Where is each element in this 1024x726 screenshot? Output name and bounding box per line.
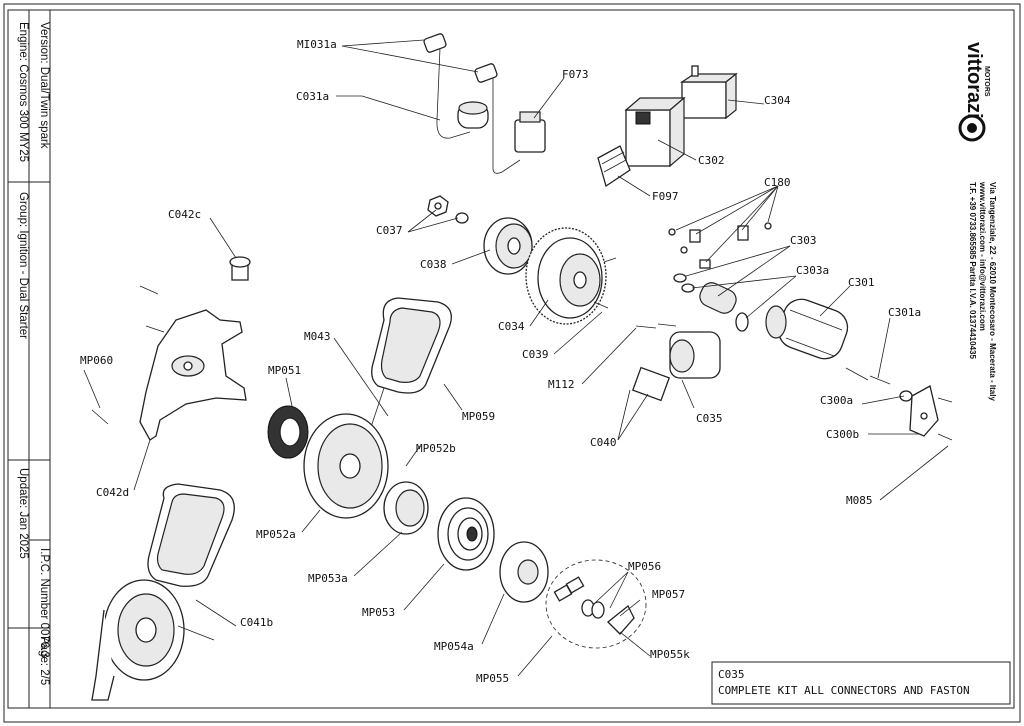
sheet-border xyxy=(3,3,1021,723)
brand-web: www.vittorazi.com - info@vittorazi.com xyxy=(978,181,987,331)
bracket-f097 xyxy=(597,145,631,188)
label-MP056: MP056 xyxy=(628,560,661,573)
label-C035: C035 xyxy=(696,412,723,425)
label-C300a: C300a xyxy=(820,394,853,407)
label-C304: C304 xyxy=(764,94,791,107)
solenoid-c303 xyxy=(673,273,749,332)
label-MP051: MP051 xyxy=(268,364,301,377)
screws-c301a xyxy=(845,367,891,385)
label-C300b: C300b xyxy=(826,428,859,441)
label-C180: C180 xyxy=(764,176,791,189)
part-labels: MI031a C031a F073 C304 C302 F097 C180 C3… xyxy=(80,38,921,685)
label-C303a: C303a xyxy=(796,264,829,277)
starter-motor-c301 xyxy=(765,298,849,360)
ipc-number-label: I.P.C. Number 0076.3 xyxy=(38,548,50,658)
label-C301: C301 xyxy=(848,276,875,289)
label-C034: C034 xyxy=(498,320,525,333)
flywheel-c034 xyxy=(525,227,617,325)
regulator-c302 xyxy=(624,96,686,168)
label-M043: M043 xyxy=(304,330,331,343)
label-C041b: C041b xyxy=(240,616,273,629)
strap-mp059 xyxy=(363,297,452,449)
label-F073: F073 xyxy=(562,68,589,81)
nut-c037 xyxy=(427,195,469,224)
version-label: Version: Dual/Twin spark xyxy=(38,22,50,149)
label-C031a: C031a xyxy=(296,90,329,103)
label-C301a: C301a xyxy=(888,306,921,319)
label-MP057: MP057 xyxy=(652,588,685,601)
label-MI031a: MI031a xyxy=(297,38,337,51)
brand-block: vittorazi MOTORS Via Tangenziale, 22 - 6… xyxy=(958,42,997,401)
connector-housing-c035 xyxy=(631,323,721,402)
label-MP060: MP060 xyxy=(80,354,113,367)
terminals-c180 xyxy=(668,222,772,269)
bracket-c300 xyxy=(899,385,953,441)
label-C039: C039 xyxy=(522,348,549,361)
group-label: Group: Ignition - Dual Starter xyxy=(17,192,29,339)
note-code: C035 xyxy=(718,668,745,681)
label-MP055: MP055 xyxy=(476,672,509,685)
label-C042c: C042c xyxy=(168,208,201,221)
label-C303: C303 xyxy=(790,234,817,247)
spring-mp053 xyxy=(437,497,495,571)
starter-mount-c042d xyxy=(91,285,247,441)
brand-address: Via Tangenziale, 22 - 62010 Montecosaro … xyxy=(988,182,997,401)
kit-note-box: C035 COMPLETE KIT ALL CONNECTORS AND FAS… xyxy=(711,661,1011,705)
relay-c304 xyxy=(680,65,738,120)
hub-c038 xyxy=(483,217,533,275)
bushing-mp053a xyxy=(383,481,429,535)
pawl-kit-mp055 xyxy=(545,559,647,649)
label-MP055k: MP055k xyxy=(650,648,690,661)
label-C040: C040 xyxy=(590,436,617,449)
label-M085: M085 xyxy=(846,494,873,507)
update-label: Update: Jan 2025 xyxy=(17,468,29,559)
note-description: COMPLETE KIT ALL CONNECTORS AND FASTON xyxy=(718,684,970,697)
label-MP054a: MP054a xyxy=(434,640,474,653)
label-M112: M112 xyxy=(548,378,575,391)
cap-c042c xyxy=(229,256,251,281)
plate-mp054a xyxy=(499,541,549,603)
seal-mp051 xyxy=(267,405,309,459)
page-label: Page: 2/5 xyxy=(38,636,50,685)
engine-label: Engine: Cosmos 300 MY25 xyxy=(17,22,29,162)
label-MP059: MP059 xyxy=(462,410,495,423)
label-MP053a: MP053a xyxy=(308,572,348,585)
label-MP053: MP053 xyxy=(362,606,395,619)
title-block: Engine: Cosmos 300 MY25 Version: Dual/Tw… xyxy=(7,9,51,709)
label-C302: C302 xyxy=(698,154,725,167)
brand-phone: T.F. +39 0733.865585 Partita I.V.A. 0137… xyxy=(968,182,977,360)
brand-name: vittorazi xyxy=(963,42,985,119)
label-C042d: C042d xyxy=(96,486,129,499)
brand-logo xyxy=(958,114,986,142)
label-C037: C037 xyxy=(376,224,403,237)
ignition-coil-assembly xyxy=(423,33,546,174)
label-MP052a: MP052a xyxy=(256,528,296,541)
leader-lines xyxy=(83,39,949,677)
label-MP052b: MP052b xyxy=(416,442,456,455)
starter-assembly-c041b xyxy=(91,483,235,701)
brand-tagline: MOTORS xyxy=(983,66,990,97)
label-C038: C038 xyxy=(420,258,447,271)
pulley-mp052a xyxy=(303,413,389,519)
label-F097: F097 xyxy=(652,190,679,203)
